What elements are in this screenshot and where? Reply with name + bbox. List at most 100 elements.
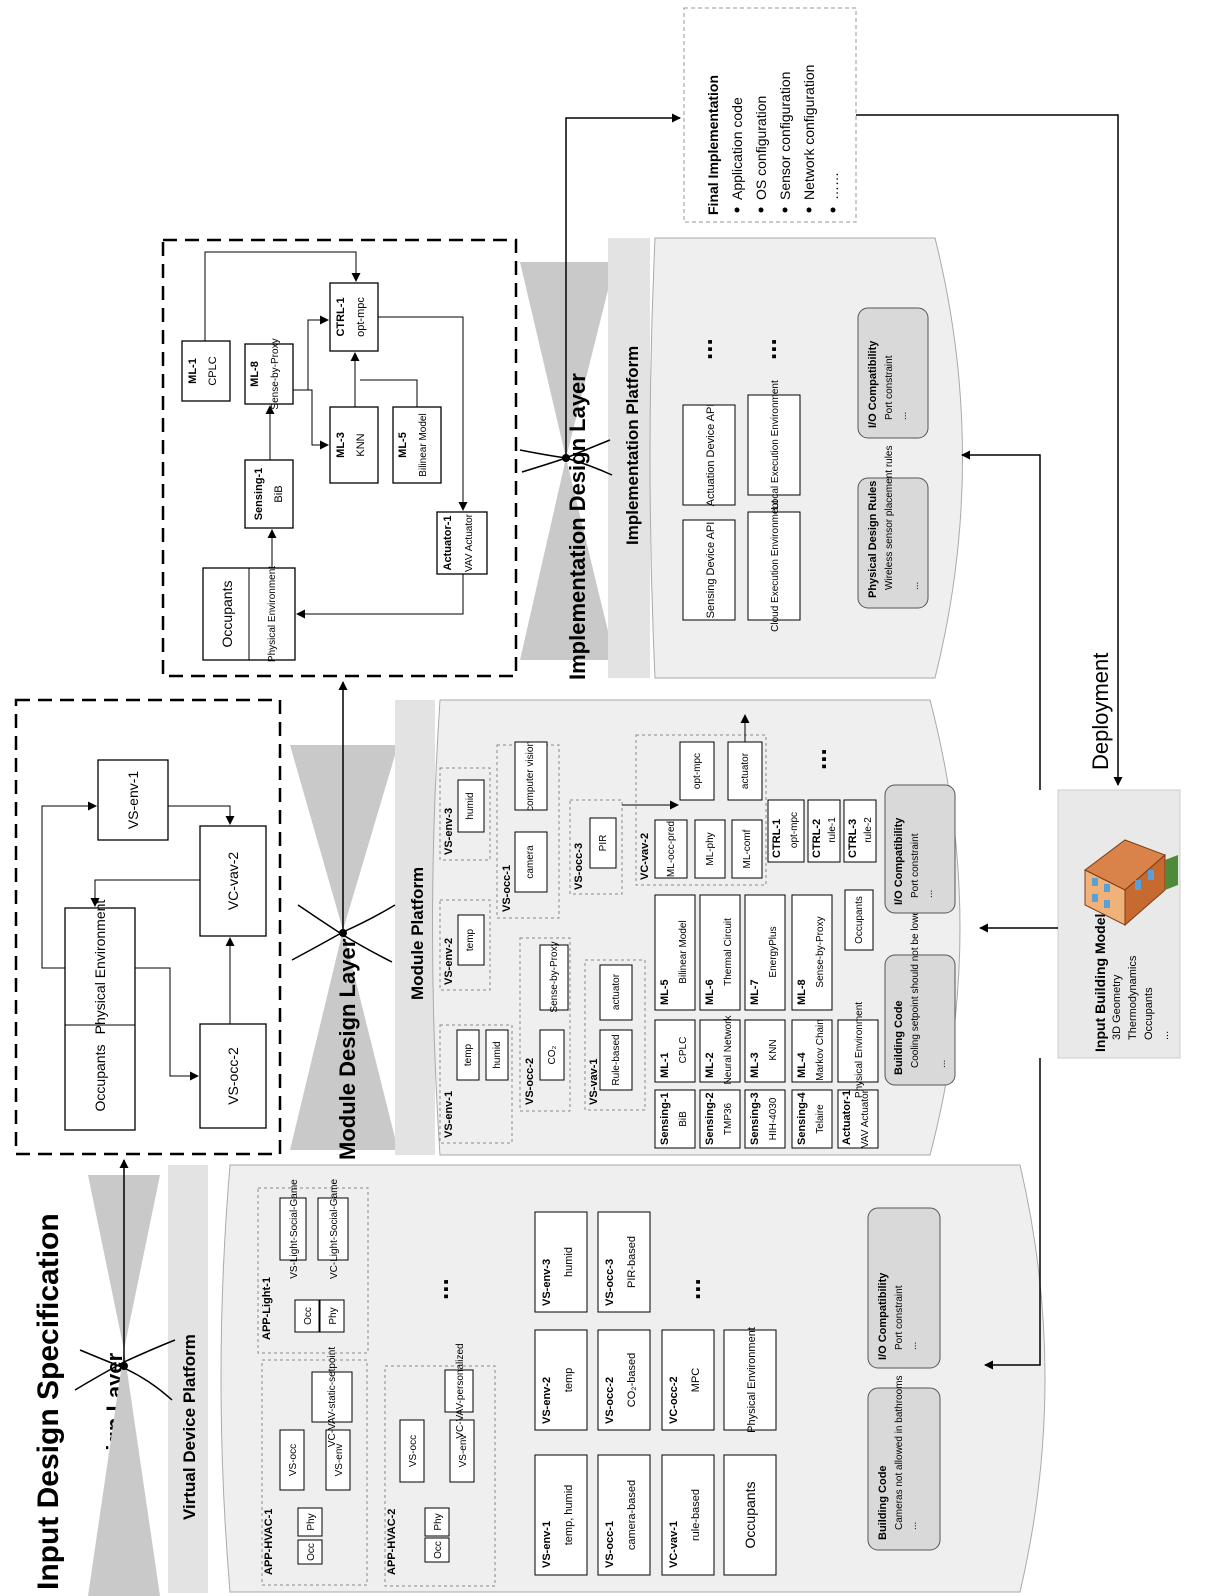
module-layer-label: Module Design Layer bbox=[335, 938, 360, 1160]
vd-vc-vav-1 bbox=[661, 1454, 715, 1576]
svg-text:ML-5: ML-5 bbox=[397, 432, 409, 458]
svg-text:ML-7: ML-7 bbox=[749, 979, 761, 1005]
md-actuator-box bbox=[436, 511, 488, 575]
md-ctrl-box bbox=[329, 282, 379, 352]
impl-io-compat bbox=[857, 307, 929, 439]
svg-text:I/O Compatibility: I/O Compatibility bbox=[877, 1272, 889, 1360]
vd-vc-occ-2 bbox=[661, 1329, 715, 1431]
impl-platform-bar bbox=[608, 238, 650, 678]
svg-text:VS-occ-2: VS-occ-2 bbox=[524, 1058, 536, 1105]
svg-text:Thermal Circuit: Thermal Circuit bbox=[723, 918, 734, 986]
mp-building-code bbox=[884, 954, 956, 1086]
svg-text:Port constraint: Port constraint bbox=[910, 833, 921, 898]
svg-text:temp: temp bbox=[563, 1368, 575, 1392]
final-impl-item: Application code bbox=[729, 97, 745, 200]
svg-text:VS-env: VS-env bbox=[334, 1444, 345, 1477]
svg-text:Cooling setpoint should not be: Cooling setpoint should not be lower tha… bbox=[910, 858, 921, 1068]
svg-text:ML-3: ML-3 bbox=[335, 432, 347, 458]
svg-text:I/O Compatibility: I/O Compatibility bbox=[893, 817, 905, 905]
svg-text:Telaire: Telaire bbox=[815, 1104, 826, 1134]
svg-text:VS-occ-1: VS-occ-1 bbox=[604, 1521, 616, 1568]
svg-text:VC-VAV-personalized: VC-VAV-personalized bbox=[455, 1343, 466, 1438]
svg-text:Phy: Phy bbox=[328, 1307, 339, 1324]
svg-text:Actuation Device API: Actuation Device API bbox=[705, 404, 717, 507]
funnel-impl-bottom bbox=[520, 458, 615, 660]
svg-text:temp: temp bbox=[463, 1043, 474, 1066]
vd-io-compat bbox=[867, 1207, 941, 1369]
impl-sensing-api bbox=[682, 519, 736, 621]
svg-text:Sensing-4: Sensing-4 bbox=[796, 1092, 808, 1145]
svg-text:camera: camera bbox=[525, 845, 536, 879]
module-platform-title: Module Platform bbox=[408, 867, 427, 1000]
svg-text:actuator: actuator bbox=[740, 752, 751, 789]
svg-text:VC-Light-Social-Game: VC-Light-Social-Game bbox=[329, 1179, 340, 1279]
funnel-impl-top bbox=[520, 262, 615, 458]
svg-text:...: ... bbox=[802, 748, 832, 770]
svg-text:...: ... bbox=[910, 582, 921, 590]
impl-layer-label: Implementation Design Layer bbox=[565, 373, 590, 680]
final-impl-item: OS configuration bbox=[753, 96, 769, 200]
svg-text:KNN: KNN bbox=[768, 1039, 779, 1060]
svg-text:Actuator-1: Actuator-1 bbox=[841, 1090, 853, 1145]
svg-text:CTRL-1: CTRL-1 bbox=[771, 819, 783, 858]
svg-text:Physical Design Rules: Physical Design Rules bbox=[867, 481, 879, 598]
vd-vs-env-2 bbox=[534, 1329, 588, 1431]
svg-text:ML-5: ML-5 bbox=[659, 979, 671, 1005]
svg-text:humid: humid bbox=[465, 792, 476, 819]
virtual-platform-content: APP-HVAC-1 Occ Phy VS-occ VS-env VC-VAV-… bbox=[257, 1179, 941, 1587]
svg-text:VS-occ-3: VS-occ-3 bbox=[604, 1259, 616, 1306]
svg-text:CPLC: CPLC bbox=[207, 356, 219, 385]
fn-vc-vav-box bbox=[199, 825, 267, 937]
impl-physical-rules bbox=[857, 477, 929, 609]
svg-text:VS-occ-3: VS-occ-3 bbox=[573, 843, 585, 890]
svg-text:Occupants: Occupants bbox=[1143, 987, 1155, 1040]
svg-text:Occupants: Occupants bbox=[854, 896, 865, 944]
svg-text:VC-occ-2: VC-occ-2 bbox=[668, 1376, 680, 1424]
svg-text:rule-based: rule-based bbox=[690, 1489, 702, 1541]
page-title: Input Design Specification bbox=[32, 1213, 65, 1590]
fn-occupants-phys-box bbox=[64, 907, 136, 1131]
svg-text:VC-vav-1: VC-vav-1 bbox=[668, 1521, 680, 1568]
svg-text:Rule-based: Rule-based bbox=[611, 1034, 622, 1085]
building-to-impl-arrow bbox=[961, 450, 1041, 790]
svg-text:Occ: Occ bbox=[433, 1541, 444, 1559]
funnel-module-top bbox=[290, 745, 398, 930]
impl-actuation-api bbox=[682, 404, 736, 506]
svg-text:Sensing Device API: Sensing Device API bbox=[705, 522, 717, 619]
svg-text:Sense-by-Proxy: Sense-by-Proxy bbox=[815, 916, 826, 987]
svg-text:HIH-4030: HIH-4030 bbox=[768, 1097, 779, 1140]
svg-text:actuator: actuator bbox=[611, 973, 622, 1010]
svg-text:humid: humid bbox=[492, 1041, 503, 1068]
virtual-platform-title: Virtual Device Platform bbox=[180, 1334, 199, 1520]
svg-text:...: ... bbox=[424, 1278, 454, 1300]
mp-io-compat bbox=[884, 784, 956, 914]
svg-text:camera-based: camera-based bbox=[626, 1480, 638, 1550]
svg-text:Actuator-1: Actuator-1 bbox=[442, 515, 454, 570]
svg-text:ML-2: ML-2 bbox=[704, 1052, 716, 1078]
vd-physical bbox=[723, 1329, 777, 1431]
svg-text:Sensing-1: Sensing-1 bbox=[253, 468, 265, 521]
function-diagram-frame bbox=[14, 698, 282, 1156]
building-to-virtual-arrow bbox=[984, 1058, 1041, 1370]
impl-cloud-env bbox=[747, 511, 801, 621]
svg-text:Sensing-2: Sensing-2 bbox=[704, 1092, 716, 1145]
svg-text:computer vision: computer vision bbox=[525, 741, 536, 811]
svg-text:CTRL-3: CTRL-3 bbox=[847, 819, 859, 858]
svg-text:APP-Light-1: APP-Light-1 bbox=[261, 1277, 273, 1340]
svg-text:temp: temp bbox=[465, 928, 476, 951]
module-diagram: Occupants Physical Environment Sensing-1… bbox=[181, 251, 488, 662]
svg-text:Wireless sensor placement rule: Wireless sensor placement rules bbox=[884, 446, 895, 591]
svg-text:VS-env: VS-env bbox=[458, 1435, 469, 1468]
svg-text:MPC: MPC bbox=[690, 1368, 702, 1393]
module-platform-content: VS-env-1 temp humid VS-env-2 temp VS-env… bbox=[439, 714, 956, 1149]
svg-text:Building Code: Building Code bbox=[877, 1465, 889, 1540]
svg-text:ML-occ-pred: ML-occ-pred bbox=[666, 821, 677, 877]
svg-text:ML-6: ML-6 bbox=[704, 979, 716, 1005]
svg-text:Bilinear Model: Bilinear Model bbox=[678, 920, 689, 983]
fn-vs-occ-box bbox=[199, 1023, 267, 1129]
svg-text:PIR-based: PIR-based bbox=[626, 1236, 638, 1288]
svg-text:rule-1: rule-1 bbox=[827, 817, 838, 843]
svg-text:opt-mpc: opt-mpc bbox=[355, 297, 367, 337]
vd-vs-env-1 bbox=[534, 1454, 588, 1576]
